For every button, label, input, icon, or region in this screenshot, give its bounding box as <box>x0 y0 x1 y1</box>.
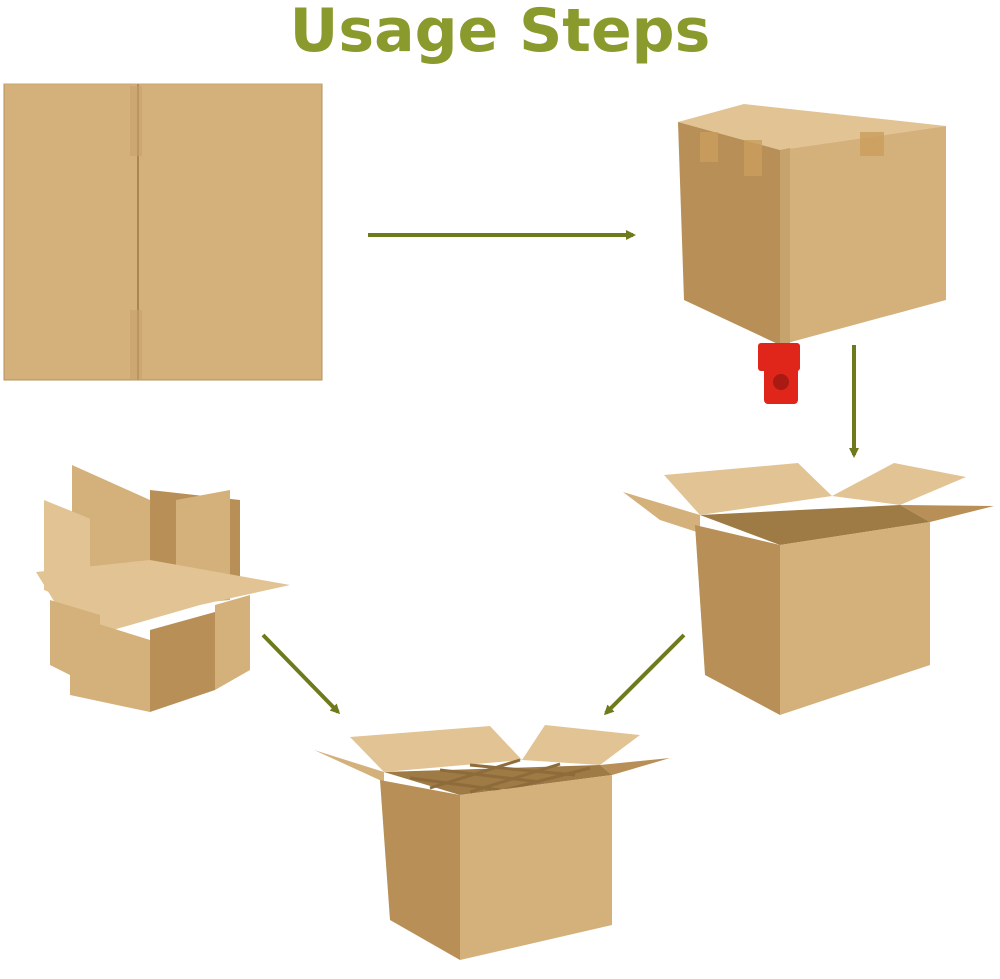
tape-dispenser-icon <box>758 343 800 404</box>
divider-grid <box>409 758 591 794</box>
flat-cardboard-sheet <box>3 83 323 381</box>
arrow-diagonal-right <box>261 633 341 715</box>
open-empty-box <box>623 463 994 715</box>
taped-closed-box <box>678 104 946 345</box>
open-box-with-dividers <box>314 725 670 960</box>
cardboard-divider-insert <box>36 465 290 712</box>
page-title: Usage Steps <box>289 0 711 66</box>
arrow-diagonal-left <box>603 633 686 716</box>
